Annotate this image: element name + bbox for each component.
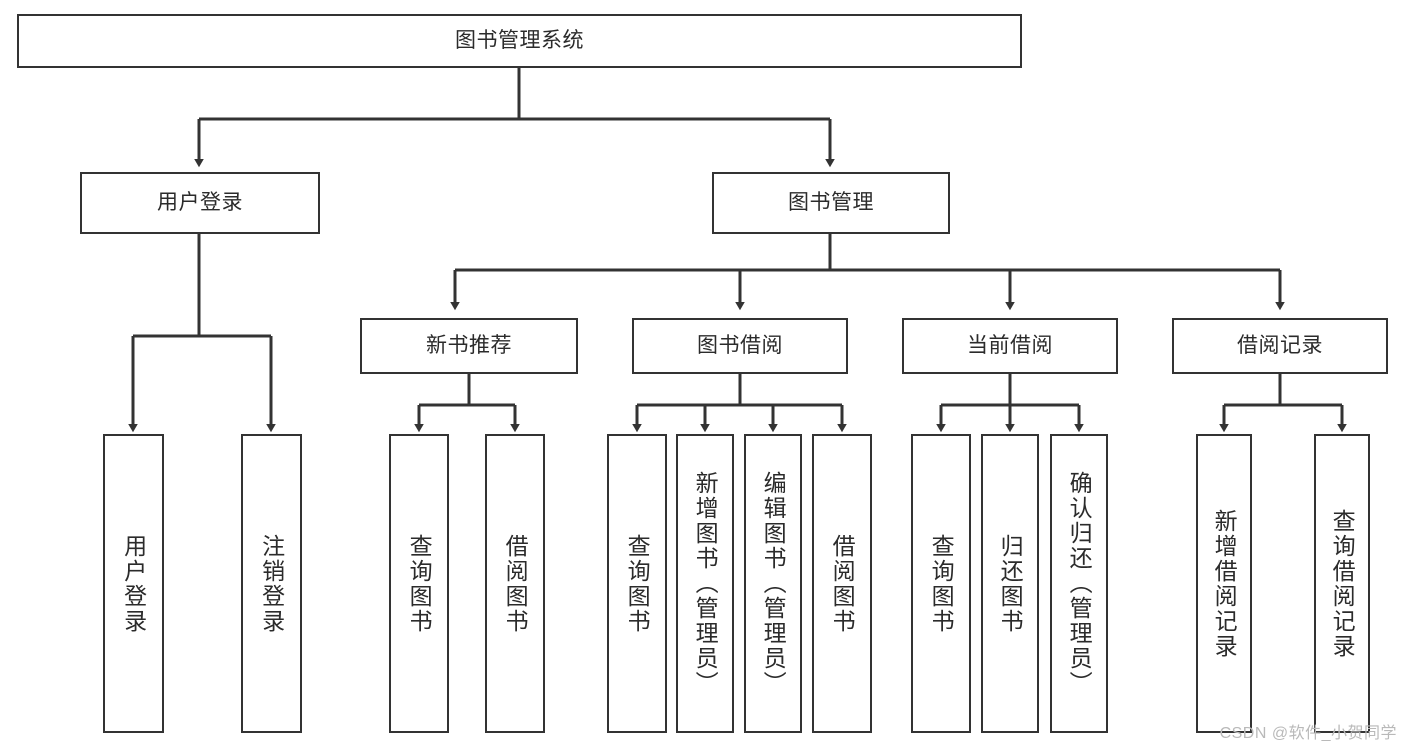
node-label: 借阅图书 [502, 533, 529, 634]
node-book-management[interactable]: 图书管理 [712, 172, 950, 234]
node-root-book-management-system[interactable]: 图书管理系统 [17, 14, 1022, 68]
node-leaf-borrow-books[interactable]: 借阅图书 [812, 434, 872, 733]
node-label: 编辑图书（管理员） [760, 471, 787, 696]
node-new-book-recommendation[interactable]: 新书推荐 [360, 318, 578, 374]
node-borrowing-record[interactable]: 借阅记录 [1172, 318, 1388, 374]
node-leaf-query-borrow-record[interactable]: 查询借阅记录 [1314, 434, 1370, 733]
node-book-borrowing[interactable]: 图书借阅 [632, 318, 848, 374]
node-label: 注销登录 [258, 533, 285, 634]
node-label: 新书推荐 [426, 334, 512, 358]
node-leaf-borrow-books-rec[interactable]: 借阅图书 [485, 434, 545, 733]
csdn-watermark: CSDN @软件_小贺同学 [1219, 725, 1397, 742]
node-label: 借阅图书 [829, 533, 856, 634]
node-label: 图书管理系统 [455, 29, 584, 53]
node-leaf-edit-book-admin[interactable]: 编辑图书（管理员） [744, 434, 802, 733]
node-label: 用户登录 [157, 191, 243, 215]
node-leaf-return-books[interactable]: 归还图书 [981, 434, 1039, 733]
node-leaf-query-books-rec[interactable]: 查询图书 [389, 434, 449, 733]
node-label: 用户登录 [120, 533, 147, 634]
node-label: 查询图书 [624, 533, 651, 634]
node-leaf-add-book-admin[interactable]: 新增图书（管理员） [676, 434, 734, 733]
node-leaf-logout[interactable]: 注销登录 [241, 434, 302, 733]
node-leaf-query-books-current[interactable]: 查询图书 [911, 434, 971, 733]
node-leaf-user-login[interactable]: 用户登录 [103, 434, 164, 733]
node-label: 借阅记录 [1237, 334, 1323, 358]
node-label: 查询借阅记录 [1329, 508, 1356, 659]
node-current-borrowing[interactable]: 当前借阅 [902, 318, 1118, 374]
node-label: 确认归还（管理员） [1066, 471, 1093, 696]
node-leaf-confirm-return-admin[interactable]: 确认归还（管理员） [1050, 434, 1108, 733]
node-leaf-add-borrow-record[interactable]: 新增借阅记录 [1196, 434, 1252, 733]
node-label: 查询图书 [928, 533, 955, 634]
node-label: 图书管理 [788, 191, 874, 215]
node-label: 查询图书 [406, 533, 433, 634]
node-user-login[interactable]: 用户登录 [80, 172, 320, 234]
node-label: 图书借阅 [697, 334, 783, 358]
node-label: 新增借阅记录 [1211, 508, 1238, 659]
node-leaf-query-books-borrow[interactable]: 查询图书 [607, 434, 667, 733]
node-label: 当前借阅 [967, 334, 1053, 358]
node-label: 新增图书（管理员） [692, 471, 719, 696]
node-label: 归还图书 [997, 533, 1024, 634]
